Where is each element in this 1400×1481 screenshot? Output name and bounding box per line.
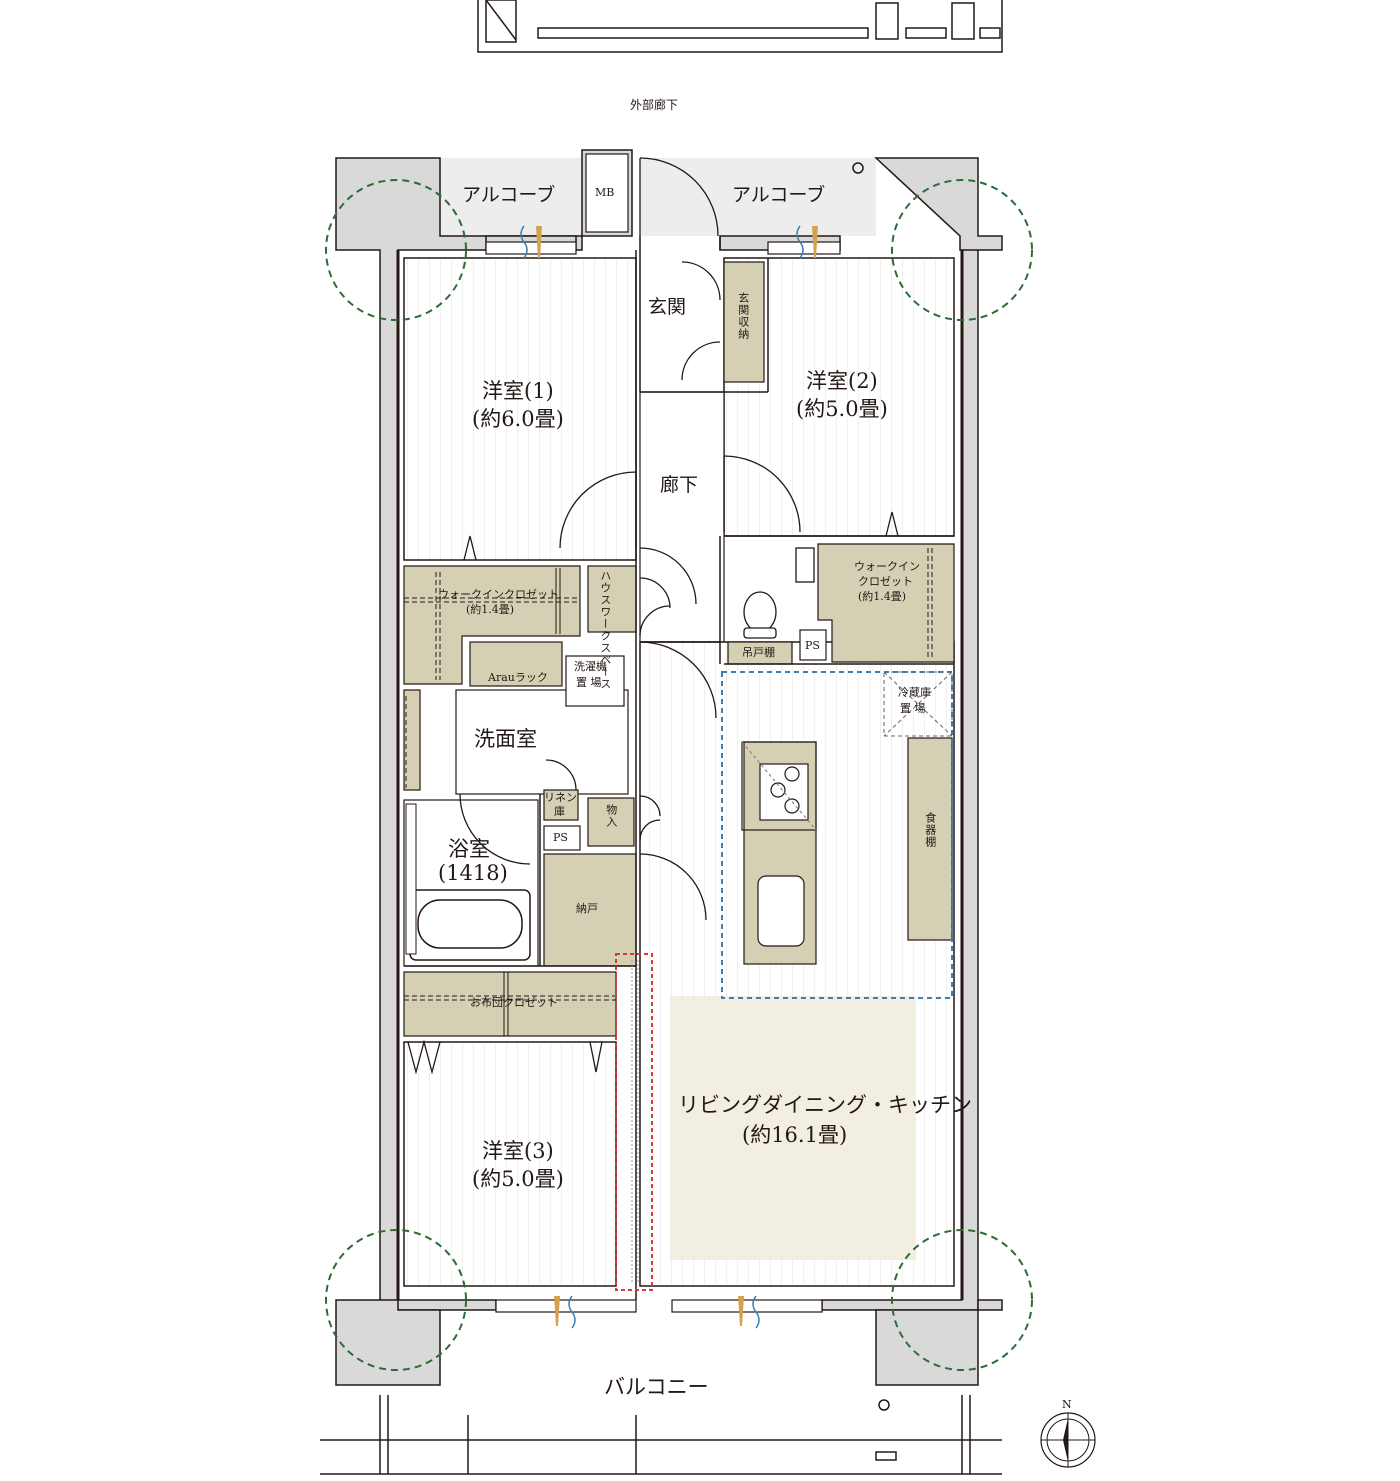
washroom-floor: [455, 689, 629, 795]
washroom-label: 洗面室: [474, 727, 537, 751]
bedroom2-name: 洋室(2): [806, 369, 878, 393]
hallway-label: 廊下: [660, 474, 699, 496]
meter-box-label: MB: [595, 186, 615, 199]
outer-wall: [396, 250, 964, 1300]
ldk-tint: [670, 996, 916, 1260]
balcony-railing: [320, 162, 1002, 1475]
door-swings: [459, 157, 801, 921]
interior-walls: [404, 236, 954, 1300]
nando-room: [543, 853, 637, 967]
housework-space: [587, 565, 637, 633]
storage-units: [403, 261, 955, 1037]
balcony-label: バルコニー: [604, 1375, 709, 1399]
washer-space: [565, 655, 625, 707]
bedroom3-name: 洋室(3): [482, 1139, 554, 1163]
linen-storage: [543, 789, 579, 821]
kitchen-area: [721, 671, 953, 999]
alcove-floor-right: [640, 158, 876, 236]
corridor-label: 外部廊下: [630, 98, 679, 112]
walkin-closet2-line1: ウォークイン: [854, 560, 920, 573]
walkin-closet1: [403, 565, 581, 685]
linen-line1: リネン: [544, 791, 577, 804]
futon-closet: [403, 971, 617, 1037]
corridor-railing: [477, 0, 1003, 53]
pipe-space-label-1: PS: [805, 639, 820, 652]
housework-space-label: ハウスワークスペース: [598, 570, 612, 690]
walkin-closet2-size: (約1.4畳): [858, 590, 907, 603]
meter-box: [585, 153, 629, 233]
arau-rack: [469, 641, 563, 687]
bedroom2-size: (約5.0畳): [796, 397, 888, 421]
stove: [741, 741, 817, 831]
walkin-closet2: [817, 543, 955, 663]
compass-icon: [1040, 1412, 1096, 1468]
pipe-space-box1: [799, 629, 827, 661]
washroom-shelf: [403, 689, 421, 791]
alcove-left-label: アルコーブ: [462, 184, 556, 206]
column-circles: [325, 179, 1033, 1371]
ldk-name: リビングダイニング・キッチン: [678, 1093, 972, 1117]
bathroom-name: 浴室: [448, 837, 490, 861]
walkin-closet1-name: ウォークインクロゼット: [438, 588, 559, 601]
mono-storage: [587, 797, 635, 847]
entrance-storage: [723, 261, 765, 383]
walkin-closet1-size: (約1.4畳): [466, 603, 515, 616]
bedroom3-size: (約5.0畳): [472, 1167, 564, 1191]
bedroom1-name: 洋室(1): [482, 379, 554, 403]
futon-closet-label: お布団クロゼット: [470, 996, 558, 1009]
entrance-label: 玄関: [648, 296, 687, 318]
walkin-closet2-line2: クロゼット: [858, 575, 913, 588]
pipe-space-box2: [543, 825, 581, 851]
storage-mono-label: 物入: [604, 804, 618, 828]
nando-label: 納戸: [576, 902, 598, 915]
bedroom1-floor: [403, 257, 637, 561]
arau-rack-label: Arauラック: [488, 671, 548, 684]
bathroom-size: (1418): [438, 861, 508, 885]
cupboard-unit: [907, 737, 953, 941]
bedroom1-size: (約6.0畳): [472, 407, 564, 431]
bath-counter: [405, 803, 417, 955]
washer-line2: 置 場: [576, 676, 602, 689]
entrance-storage-label: 玄関収納: [736, 292, 750, 340]
vent-icons: [520, 225, 818, 1329]
fridge-space: [883, 671, 953, 737]
alcove-floor-left: [440, 158, 582, 236]
pipe-space-label-2: PS: [553, 831, 568, 844]
ldk-size: (約16.1畳): [742, 1123, 848, 1147]
toilet: [743, 547, 815, 639]
toilet-shelf-label: 吊戸棚: [742, 646, 775, 659]
bathtub: [409, 889, 531, 961]
fridge-line2: 置 場: [900, 702, 926, 715]
washer-line1: 洗濯機: [574, 660, 607, 673]
linen-line2: 庫: [554, 805, 565, 818]
hallway-floor: [639, 391, 725, 643]
sliding-door-zone: [615, 953, 653, 1291]
fridge-line1: 冷蔵庫: [898, 686, 931, 699]
compass-north-label: N: [1062, 1398, 1072, 1411]
windows: [485, 241, 841, 1313]
cupboard-label: 食器棚: [923, 812, 937, 848]
kitchen-sink: [757, 875, 805, 947]
alcove-right-label: アルコーブ: [732, 184, 826, 206]
